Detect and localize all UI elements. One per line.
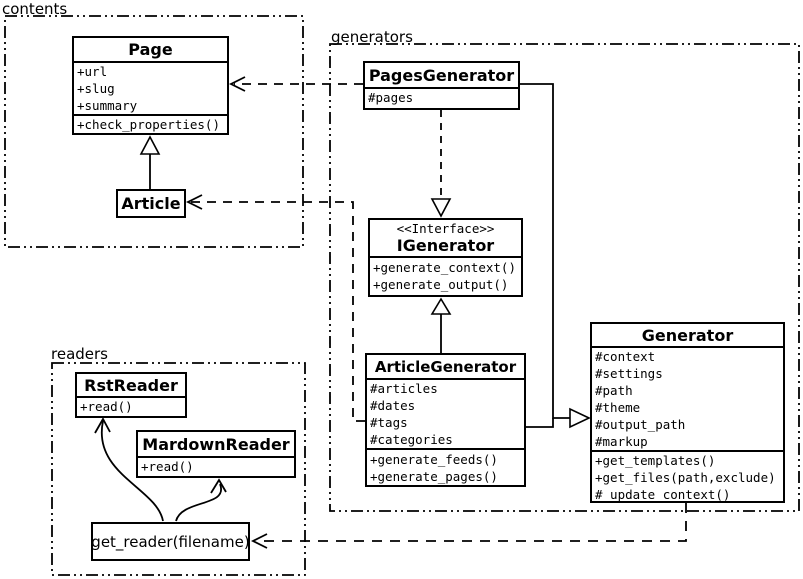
stereotype-interface: <<Interface>> bbox=[396, 221, 495, 236]
class-methods-generator: +get_templates() +get_files(path,exclude… bbox=[592, 450, 783, 501]
class-title-generator: Generator bbox=[592, 324, 783, 348]
attribute: #theme bbox=[595, 400, 641, 415]
package-frame-readers bbox=[51, 362, 306, 576]
class-box-igenerator: <<Interface>> IGenerator +generate_conte… bbox=[368, 218, 523, 297]
dependency-arrow-article bbox=[185, 194, 203, 210]
attribute: +summary bbox=[77, 98, 138, 113]
class-attributes-page: +url +slug +summary bbox=[74, 63, 227, 114]
edge-generator-to-getreader bbox=[256, 503, 687, 542]
class-methods-mardownreader: +read() bbox=[138, 458, 294, 476]
attribute: #pages bbox=[368, 90, 414, 105]
attribute: #context bbox=[595, 349, 656, 364]
attribute: #output_path bbox=[595, 417, 686, 432]
arrow-mardownreader bbox=[210, 478, 227, 494]
realization-arrow-igenerator-top bbox=[430, 198, 452, 218]
method: +get_files(path,exclude) bbox=[595, 470, 776, 485]
class-box-articlegenerator: ArticleGenerator #articles #dates #tags … bbox=[365, 353, 526, 487]
class-title-pagesgenerator: PagesGenerator bbox=[365, 63, 518, 89]
arrow-rstreader bbox=[94, 417, 111, 434]
class-box-generator: Generator #context #settings #path #them… bbox=[590, 322, 785, 503]
method: +get_templates() bbox=[595, 453, 716, 468]
class-title-rstreader: RstReader bbox=[77, 374, 185, 398]
method: +generate_pages() bbox=[370, 469, 498, 484]
inheritance-arrow-page bbox=[139, 135, 161, 155]
method: +read() bbox=[80, 399, 133, 414]
class-box-rstreader: RstReader +read() bbox=[75, 372, 187, 418]
class-title-page: Page bbox=[74, 38, 227, 63]
class-methods-igenerator: +generate_context() +generate_output() bbox=[370, 258, 521, 295]
class-methods-rstreader: +read() bbox=[77, 398, 185, 416]
class-title-igenerator: IGenerator bbox=[396, 236, 495, 255]
class-attributes-articlegenerator: #articles #dates #tags #categories bbox=[367, 380, 524, 448]
dependency-arrow-getreader bbox=[250, 533, 268, 549]
method: +generate_context() bbox=[373, 260, 516, 275]
class-title-articlegenerator: ArticleGenerator bbox=[367, 355, 524, 380]
class-box-pagesgenerator: PagesGenerator #pages bbox=[363, 61, 520, 110]
package-frame-generators bbox=[329, 43, 800, 512]
attribute: #categories bbox=[370, 432, 453, 447]
attribute: #settings bbox=[595, 366, 663, 381]
attribute: #articles bbox=[370, 381, 438, 396]
class-attributes-generator: #context #settings #path #theme #output_… bbox=[592, 348, 783, 450]
inheritance-arrow-generator bbox=[569, 407, 591, 429]
package-label-contents: contents bbox=[2, 0, 68, 18]
class-box-page: Page +url +slug +summary +check_properti… bbox=[72, 36, 229, 135]
method: +read() bbox=[141, 459, 194, 474]
edge-articlegenerator-to-generator bbox=[526, 418, 554, 428]
package-label-readers: readers bbox=[51, 345, 108, 363]
edge-articlegenerator-to-article bbox=[191, 201, 365, 422]
inheritance-arrow-igenerator-bottom bbox=[430, 297, 452, 315]
class-box-article: Article bbox=[116, 189, 186, 218]
method: +generate_feeds() bbox=[370, 452, 498, 467]
attribute: +slug bbox=[77, 81, 115, 96]
class-box-mardownreader: MardownReader +read() bbox=[136, 430, 296, 478]
class-title-mardownreader: MardownReader bbox=[138, 432, 294, 458]
class-methods-articlegenerator: +generate_feeds() +generate_pages() bbox=[367, 448, 524, 485]
edge-getreader-to-rstreader bbox=[100, 420, 164, 522]
attribute: #path bbox=[595, 383, 633, 398]
package-label-generators: generators bbox=[331, 28, 413, 46]
dependency-arrow-page bbox=[228, 76, 246, 92]
class-title-article: Article bbox=[121, 194, 181, 213]
method: +check_properties() bbox=[77, 117, 220, 132]
attribute: +url bbox=[77, 64, 108, 79]
edge-pagesgenerator-to-generator bbox=[520, 83, 570, 419]
attribute: #dates bbox=[370, 398, 416, 413]
package-frame-contents bbox=[4, 15, 304, 248]
attribute: #tags bbox=[370, 415, 408, 430]
attribute: #markup bbox=[595, 434, 648, 449]
edge-getreader-to-mardownreader bbox=[175, 483, 223, 522]
method: #_update_context() bbox=[595, 487, 731, 501]
method: +generate_output() bbox=[373, 277, 509, 292]
function-box-getreader: get_reader(filename) bbox=[91, 522, 250, 561]
class-attributes-pagesgenerator: #pages bbox=[365, 89, 518, 108]
class-header-igenerator: <<Interface>> IGenerator bbox=[370, 220, 521, 258]
class-methods-page: +check_properties() bbox=[74, 114, 227, 133]
